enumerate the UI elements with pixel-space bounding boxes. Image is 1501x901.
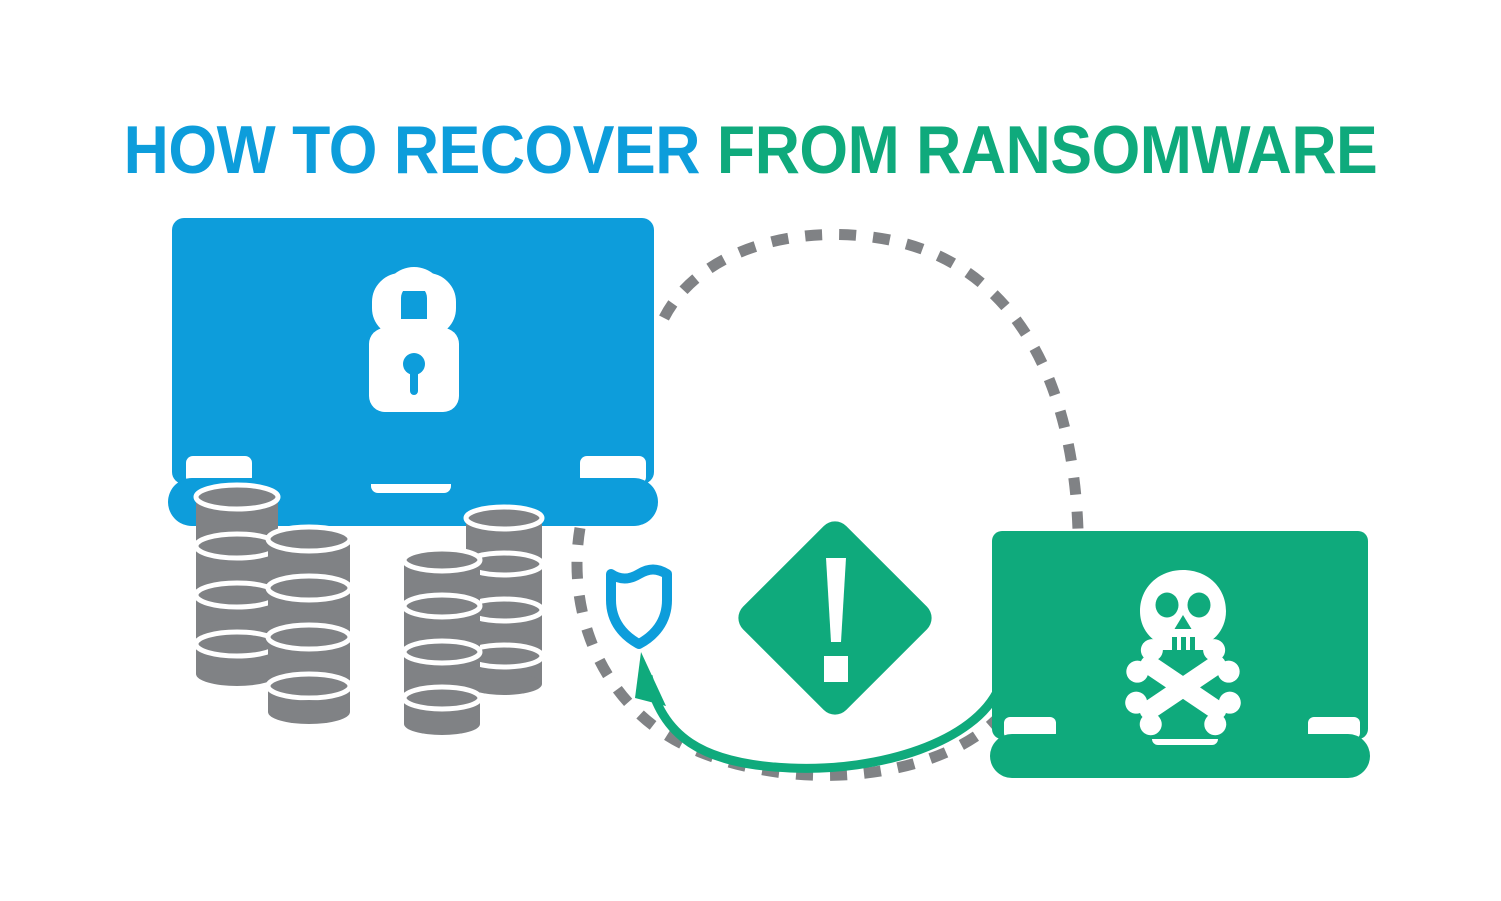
laptop-base-green <box>990 734 1370 778</box>
page-title-segment-green: FROM RANSOMWARE <box>716 111 1378 188</box>
crossbones-icon <box>1125 639 1241 736</box>
disk-stack-2 <box>265 524 353 724</box>
padlock-icon <box>369 267 459 412</box>
recovery-path <box>635 652 1004 773</box>
warning-diamond-icon <box>738 521 932 715</box>
page-title-segment-blue: HOW TO RECOVER <box>123 111 717 188</box>
disk-stack-1 <box>193 482 281 686</box>
disk-cylinder <box>265 671 353 724</box>
infected-laptop <box>990 531 1370 778</box>
skull-and-crossbones-icon <box>1125 570 1241 736</box>
disk-stack-4 <box>401 546 483 735</box>
infection-path-upper <box>659 229 1084 531</box>
locked-backup-laptop <box>168 218 658 526</box>
protection-shield-icon <box>606 564 672 649</box>
backup-disk-stacks <box>193 482 545 735</box>
page-title: HOW TO RECOVER FROM RANSOMWARE <box>60 114 1441 186</box>
disk-cylinder <box>193 629 281 686</box>
disk-cylinder <box>401 684 483 735</box>
